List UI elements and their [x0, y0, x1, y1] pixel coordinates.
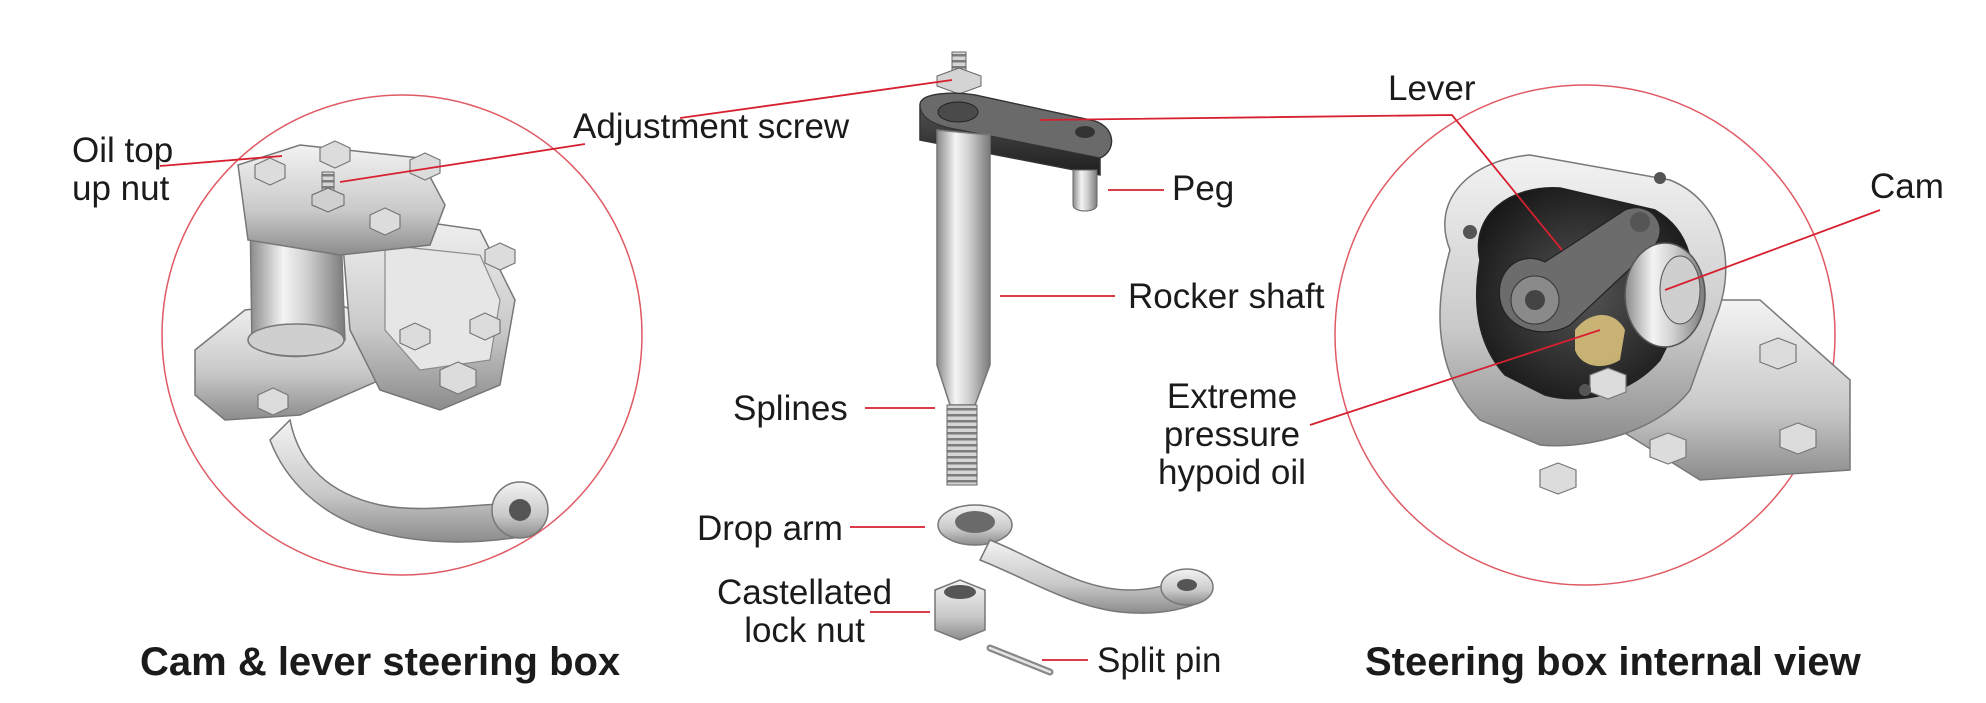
label-lever: Lever [1388, 69, 1476, 108]
label-line: lock nut [744, 611, 865, 650]
label-line: Extreme [1166, 377, 1298, 416]
label-split-pin: Split pin [1097, 641, 1222, 680]
label-drop-arm: Drop arm [697, 509, 843, 548]
label-line: hypoid oil [1158, 453, 1306, 492]
rocker-shaft-assembly-illustration [919, 51, 1214, 676]
leader-adjustment-screw-center [679, 79, 953, 119]
right-detail-circle [1334, 84, 1836, 586]
leader-lever [1039, 114, 1563, 251]
label-rocker-shaft: Rocker shaft [1128, 277, 1325, 316]
label-splines: Splines [733, 389, 848, 428]
label-line: up nut [72, 169, 170, 208]
cam-lever-steering-box-illustration [161, 94, 643, 576]
label-line: pressure [1163, 415, 1301, 454]
caption-cam-lever-steering-box: Cam & lever steering box [140, 640, 621, 684]
label-cam: Cam [1870, 167, 1944, 206]
leader-hypoid-oil [1309, 329, 1601, 426]
label-adjustment-screw: Adjustment screw [573, 107, 850, 146]
leader-adjustment-screw-left [339, 143, 586, 183]
steering-box-internal-illustration [1334, 84, 1851, 586]
label-peg: Peg [1172, 169, 1235, 208]
label-line: Oil top [72, 131, 174, 170]
label-extreme-pressure-hypoid-oil: Extreme pressure hypoid oil [1152, 378, 1312, 492]
left-detail-circle [161, 94, 643, 576]
caption-steering-box-internal-view: Steering box internal view [1365, 640, 1861, 684]
label-castellated-lock-nut: Castellated lock nut [712, 574, 897, 650]
leader-cam [1664, 209, 1881, 291]
label-line: Castellated [716, 573, 893, 612]
leader-oil-top-up-nut [159, 155, 283, 167]
leader-lines [159, 79, 1881, 661]
label-oil-top-up-nut: Oil top up nut [72, 132, 173, 208]
